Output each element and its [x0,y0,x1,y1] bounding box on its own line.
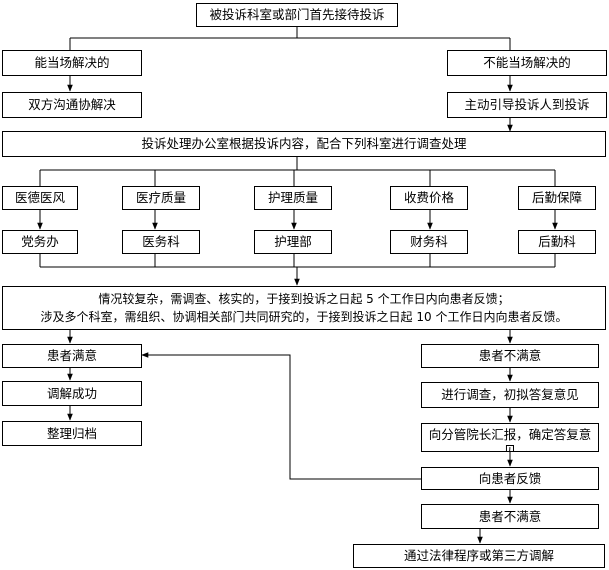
split-line [69,26,511,50]
box-legal-or-third-party: 通过法律程序或第三方调解 [353,544,605,568]
rule-line-1: 情况较复杂，需调查、核实的，于接到投诉之日起 5 个工作日内向患者反馈； [98,292,510,306]
box-topic-logistics: 后勤保障 [518,186,596,210]
box-patient-not-satisfied-2: 患者不满意 [421,504,599,529]
box-right-branch: 不能当场解决的 [447,50,607,76]
dept-merge [39,254,556,268]
box-dept-medical-affairs: 医务科 [122,230,200,254]
loop-back-line [141,352,421,480]
box-topic-nursing-quality: 护理质量 [254,186,332,210]
box-investigate: 进行调查，初拟答复意见 [421,382,599,408]
box-right-action: 主动引导投诉人到投诉 [447,92,607,118]
box-report-to-vp: 向分管院长汇报，确定答复意见 [421,423,599,452]
box-response-rules: 情况较复杂，需调查、核实的，于接到投诉之日起 5 个工作日内向患者反馈； 涉及多… [2,286,606,330]
rule-line-2: 涉及多个科室，需组织、协调相关部门共同研究的，于接到投诉之日起 10 个工作日内… [40,310,568,324]
box-left-action: 双方沟通协解决 [2,92,142,118]
box-topic-fees: 收费价格 [390,186,468,210]
box-feedback-to-patient: 向患者反馈 [421,467,599,490]
box-dept-finance: 财务科 [390,230,468,254]
box-complaint-office: 投诉处理办公室根据投诉内容，配合下列科室进行调查处理 [2,131,606,157]
box-dept-party-office: 党务办 [2,230,78,254]
box-archive: 整理归档 [2,421,142,446]
box-topic-medical-quality: 医疗质量 [122,186,200,210]
office-fanout [39,157,556,186]
box-topic-ethics: 医德医风 [2,186,78,210]
box-patient-satisfied: 患者满意 [2,344,142,368]
box-left-branch: 能当场解决的 [2,50,142,76]
box-first-reception: 被投诉科室或部门首先接待投诉 [196,3,398,27]
box-dept-nursing: 护理部 [254,230,332,254]
box-dept-logistics: 后勤科 [518,230,596,254]
box-mediation-success: 调解成功 [2,381,142,406]
box-patient-not-satisfied: 患者不满意 [421,344,599,368]
